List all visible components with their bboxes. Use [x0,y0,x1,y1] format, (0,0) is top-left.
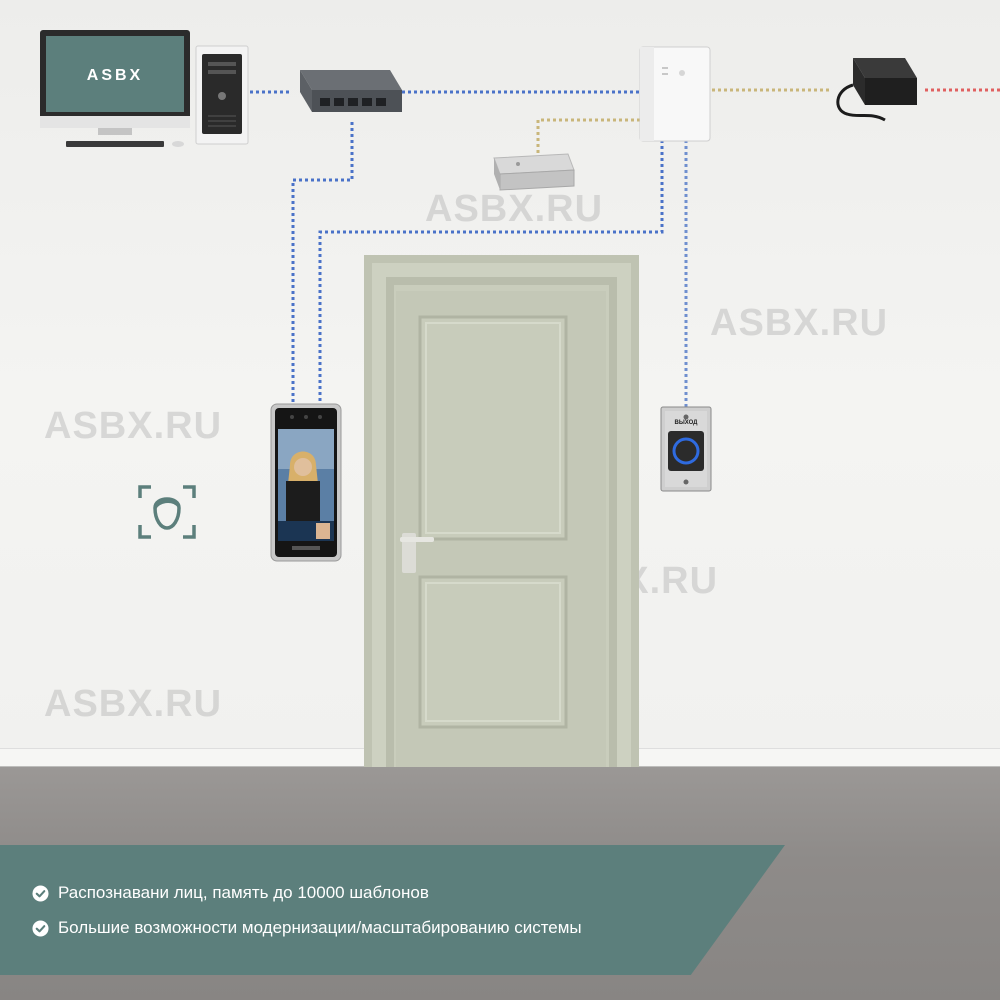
face-recognition-terminal [270,403,342,562]
door-panel-lower [418,575,568,729]
features-banner [0,845,785,975]
mouse [172,141,184,147]
magnetic-lock [493,153,575,191]
check-circle-icon [32,919,49,937]
watermark: ASBX.RU [44,683,223,725]
check-circle-icon [32,884,49,902]
door-handle-plate [402,533,416,573]
exit-button-label: ВЫХОД [674,420,698,426]
network-switch [300,70,402,112]
feature-text: Большие возможности модернизации/масштаб… [58,918,582,937]
pc-tower [195,45,249,145]
watermark: ASBX.RU [44,405,223,447]
exit-button [660,406,712,492]
feature-text: Распознавани лиц, память до 10000 шаблон… [58,883,429,902]
door-panel-upper [418,315,568,541]
monitor-screen-label: ASBX [86,67,144,84]
door-handle [400,537,434,542]
feature-item: Распознавани лиц, память до 10000 шаблон… [32,883,429,903]
watermark: ASBX.RU [425,188,604,230]
keyboard [66,141,164,147]
access-controller [639,46,711,142]
power-supply [836,58,917,122]
wire-switch-terminal [291,122,354,405]
face-id-icon [138,485,196,539]
watermark: ASBX.RU [710,302,889,344]
monitor [40,30,190,147]
exit-button-ring [672,437,700,465]
wire-controller-lock [536,118,640,158]
door [364,255,639,767]
feature-item: Большие возможности модернизации/масштаб… [32,918,582,938]
